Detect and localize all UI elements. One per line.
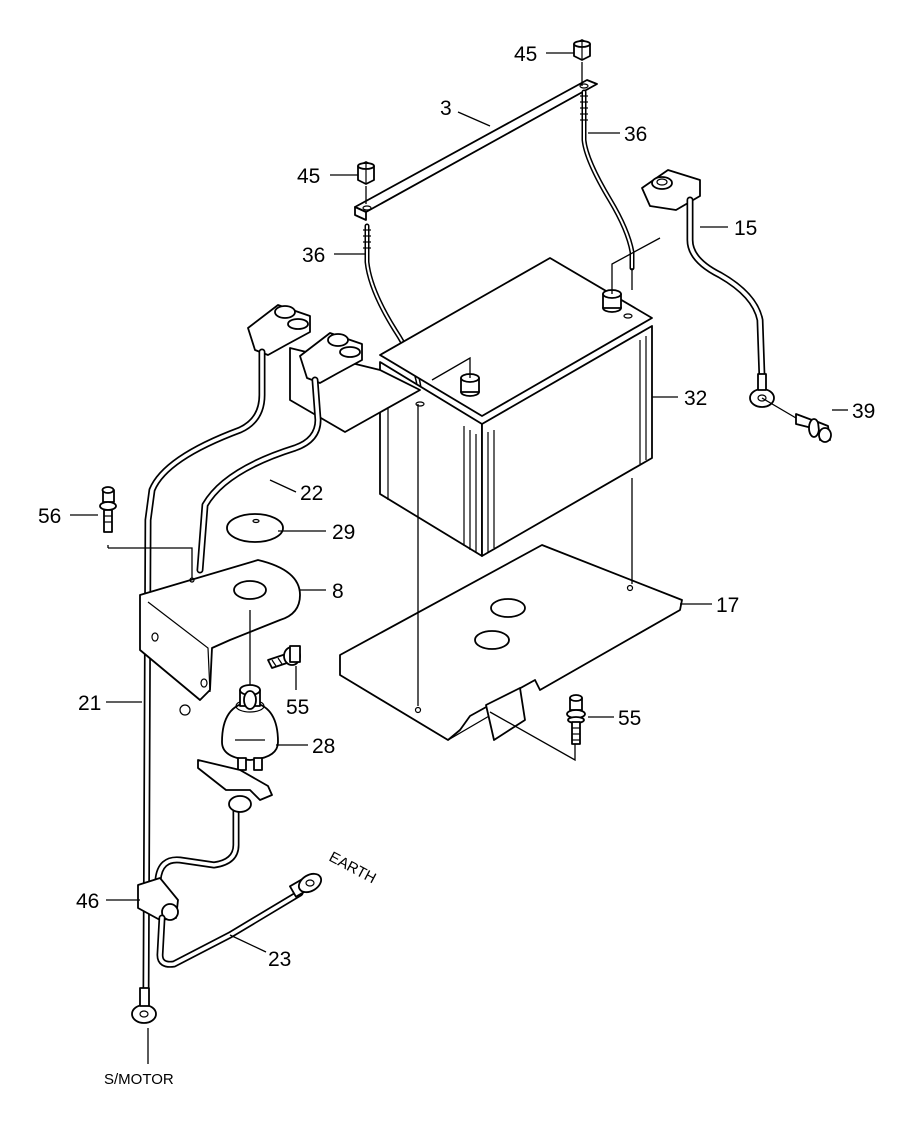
j-bolt-left <box>363 223 423 407</box>
label-8: 8 <box>332 580 344 603</box>
label-29: 29 <box>332 521 355 544</box>
label-23: 23 <box>268 948 291 971</box>
positive-terminal-cover <box>641 169 775 408</box>
label-36-left: 36 <box>302 244 325 267</box>
leader-lines <box>70 52 848 1064</box>
earth-annotation: EARTH <box>326 849 379 888</box>
smotor-annotation: S/MOTOR <box>104 1071 174 1088</box>
label-3: 3 <box>440 97 452 120</box>
label-46: 46 <box>76 890 99 913</box>
label-17: 17 <box>716 594 739 617</box>
label-21: 21 <box>78 692 101 715</box>
cable-clamp <box>137 795 252 921</box>
bolt-switch <box>267 645 301 669</box>
label-56: 56 <box>38 505 61 528</box>
battery-tray <box>339 404 683 762</box>
earth-cable <box>156 872 323 968</box>
bolt-bracket <box>99 486 117 533</box>
label-55-left: 55 <box>286 696 309 719</box>
battery-switch <box>197 610 279 801</box>
nut-left <box>357 161 375 204</box>
label-28: 28 <box>312 735 335 758</box>
nut-upper <box>573 39 591 86</box>
negative-terminal-cover-21 <box>131 304 311 1024</box>
label-39: 39 <box>852 400 875 423</box>
label-15: 15 <box>734 217 757 240</box>
label-45-upper: 45 <box>514 43 537 66</box>
label-22: 22 <box>300 482 323 505</box>
bolt-tray <box>566 694 586 745</box>
switch-bracket <box>107 545 301 716</box>
washer <box>226 513 284 543</box>
j-bolt-right <box>580 89 635 290</box>
label-36-right: 36 <box>624 123 647 146</box>
battery <box>379 237 661 557</box>
label-45-left: 45 <box>297 165 320 188</box>
bolt-terminal <box>761 397 832 443</box>
hold-down-bar <box>354 79 598 221</box>
part-labels: 45 3 36 45 15 36 32 39 22 56 29 8 17 21 … <box>38 43 875 1088</box>
negative-terminal-cover-22 <box>196 332 421 574</box>
label-55-right: 55 <box>618 707 641 730</box>
label-32: 32 <box>684 387 707 410</box>
